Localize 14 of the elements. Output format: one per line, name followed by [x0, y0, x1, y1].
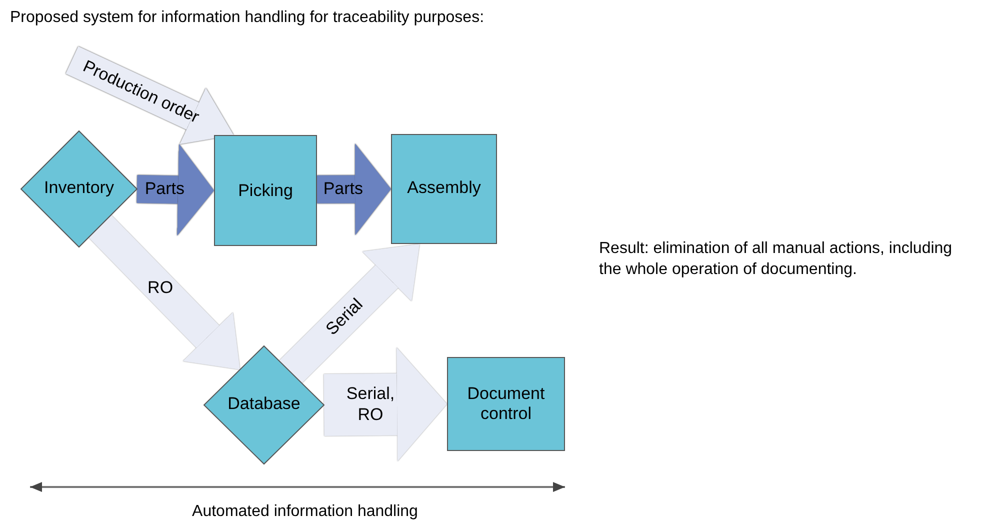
- process-box: Document control: [447, 357, 565, 451]
- note: Automated information handling: [191, 502, 419, 522]
- edge-label: Parts: [323, 179, 364, 200]
- process-box: Picking: [214, 135, 317, 246]
- edge-label: Parts: [144, 179, 185, 200]
- process-box: Assembly: [391, 134, 497, 244]
- block-arrow: [316, 143, 392, 236]
- edge-label: RO: [148, 278, 174, 298]
- note: Result: elimination of all manual actions, including the whole operation of documenting.: [599, 239, 954, 280]
- decision-diamond: Inventory: [21, 131, 137, 247]
- block-arrow: [136, 144, 214, 236]
- edge-label: Serial, RO: [345, 384, 396, 425]
- decision-diamond: Database: [204, 346, 324, 464]
- title: Proposed system for information handling for traceability purposes:: [10, 8, 484, 28]
